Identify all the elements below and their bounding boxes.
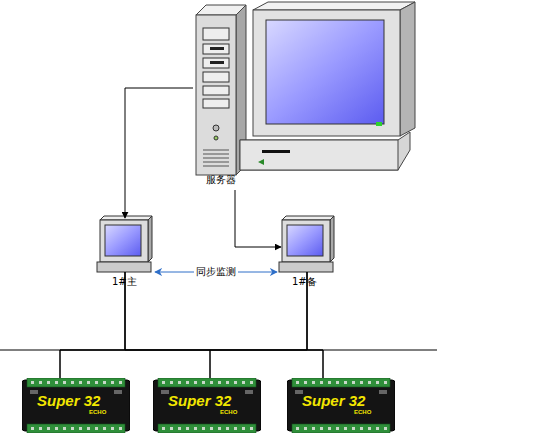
server-base	[240, 132, 410, 170]
node-label: 1#备	[292, 276, 317, 288]
server-monitor	[240, 2, 415, 170]
workstation-right	[279, 216, 334, 272]
drive-bay	[203, 28, 229, 40]
workstation-left	[97, 216, 152, 272]
server-node: 服务器	[193, 2, 418, 190]
monitor-led	[376, 122, 382, 126]
bus-connector	[125, 272, 323, 378]
bus-connector	[125, 272, 210, 378]
node-label: 服务器	[206, 174, 236, 186]
field-bus	[0, 350, 437, 351]
monitor-side	[148, 216, 152, 262]
monitor-side	[330, 216, 334, 262]
tower-vents	[203, 150, 229, 166]
drive-bay	[203, 58, 229, 68]
drive-slot	[210, 47, 224, 50]
monitor-top	[253, 2, 415, 10]
brand-text: Super 32	[37, 393, 100, 409]
bus-connector	[60, 272, 307, 378]
base-slot	[262, 150, 290, 153]
bus-connector	[210, 272, 307, 378]
brand-text: Super 32	[302, 393, 365, 409]
monitor-screen	[105, 225, 141, 256]
drive-bay	[203, 86, 229, 95]
controller-node: Super 32ECHO	[287, 378, 395, 433]
controller-node: Super 32ECHO	[22, 378, 130, 433]
link-arrow	[235, 190, 281, 247]
controller-unit	[153, 378, 261, 433]
drive-bay	[203, 44, 229, 54]
base-arrow	[258, 159, 264, 165]
monitor-top	[282, 216, 334, 220]
monitor-front	[100, 220, 148, 262]
monitor-top	[100, 216, 152, 220]
monitor-side	[400, 2, 415, 136]
brand-text: Super 32	[168, 393, 231, 409]
server-tower	[196, 5, 246, 175]
monitor-screen	[287, 225, 323, 256]
workstation-node: 1#主	[95, 215, 155, 290]
bus-connector	[307, 272, 323, 378]
monitor-front	[282, 220, 330, 262]
monitor-screen	[266, 20, 384, 124]
model-text: ECHO	[220, 409, 237, 416]
drive-bay	[203, 72, 229, 82]
power-led	[214, 136, 218, 140]
tower-front	[196, 15, 236, 175]
workstation-node: 1#备	[277, 215, 337, 290]
controller-node: Super 32ECHO	[153, 378, 261, 433]
edge-label: 同步监测	[194, 266, 238, 278]
controller-unit	[287, 378, 395, 433]
power-button	[213, 125, 219, 131]
monitor-front	[253, 10, 400, 136]
controller-unit	[22, 378, 130, 433]
model-text: ECHO	[89, 409, 106, 416]
link-arrow	[125, 88, 193, 218]
workstation-base	[97, 262, 151, 272]
drive-bay	[203, 99, 229, 108]
bus-connector	[60, 272, 125, 378]
drive-slot	[210, 61, 224, 64]
workstation-base	[279, 262, 333, 272]
node-label: 1#主	[112, 276, 137, 288]
server-base-front	[240, 140, 398, 170]
model-text: ECHO	[354, 409, 371, 416]
